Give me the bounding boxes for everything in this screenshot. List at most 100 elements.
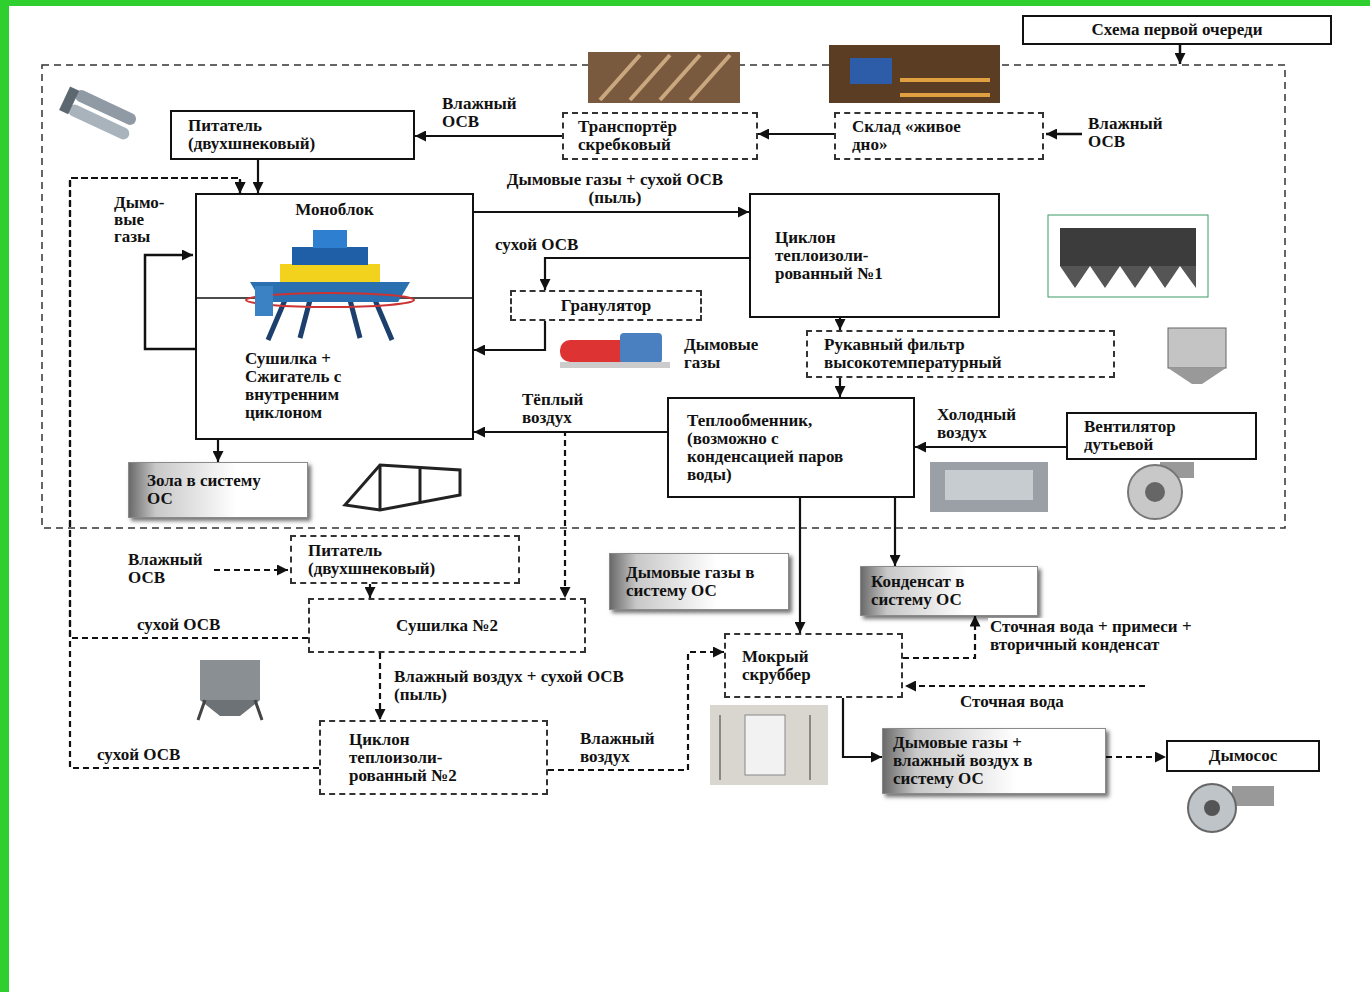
annotation: Сточная вода (958, 693, 1066, 711)
cyclone-cones (1060, 266, 1196, 288)
node-text: Дымовые газы в систему ОС (626, 564, 776, 600)
planned-unit-box: Циклон теплоизоли- рованный №2 (319, 720, 548, 795)
planned-unit-box: Гранулятор (510, 290, 702, 321)
granulator-drive (620, 333, 662, 363)
filter-hopper (1168, 368, 1226, 384)
frame-bar (0, 0, 9, 992)
flow-label: Дымовые газы + сухой ОСВ (пыль) (490, 171, 740, 207)
storage-photo (829, 45, 1000, 103)
frame-bar (0, 0, 1370, 6)
node-text: Рукавный фильтр высокотемпературный (824, 336, 1104, 372)
conveyor-photo (588, 52, 740, 103)
node-text: Питатель (двухшнековый) (188, 117, 348, 153)
photo-detail (850, 58, 892, 84)
flow-arrow (379, 653, 381, 720)
ash-conveyor-picture (345, 465, 460, 510)
annotation: Влажный ОСВ (126, 551, 205, 587)
node-text: Гранулятор (561, 297, 651, 315)
feeder-screw (66, 103, 131, 142)
node-text: Склад «живое дно» (852, 118, 992, 154)
flow-arrow (894, 498, 896, 566)
picture-frame (1048, 215, 1208, 297)
node-text: Дымовые газы + влажный воздух в систему … (893, 734, 1058, 788)
cyclone-battery-picture (1048, 215, 1208, 297)
node-text: Питатель (двухшнековый) (308, 542, 468, 578)
exhaust-fan-picture (1188, 784, 1274, 832)
granulator-picture (560, 333, 670, 368)
process-box: Дымосос (1166, 740, 1320, 772)
monoblock-picture (246, 230, 414, 340)
process-box: МоноблокСушилка + Сжигатель с внутренним… (195, 193, 474, 440)
process-box: Питатель (двухшнековый) (170, 110, 415, 160)
node-text: Дымосос (1209, 747, 1277, 765)
photo-detail (600, 55, 730, 100)
node-text: Зола в систему ОС (147, 472, 262, 508)
flow-arrow (839, 318, 841, 330)
flow-arrow (915, 446, 1066, 448)
bag-filter-picture (1168, 328, 1226, 384)
planned-unit-box: Сушилка №2 (308, 598, 586, 653)
feeder-picture (59, 85, 138, 142)
photo-ground (710, 705, 828, 785)
flow-arrow (474, 431, 667, 433)
node-text: Теплообменник, (возможно с конденсацией … (687, 412, 852, 484)
node-text: Вентилятор дутьевой (1084, 418, 1224, 454)
output-box: Конденсат в систему ОС (860, 566, 1038, 616)
pointer-arrow (1179, 44, 1182, 64)
planned-unit-box: Мокрый скруббер (724, 633, 903, 698)
process-box: Вентилятор дутьевой (1066, 412, 1257, 460)
fan-housing (1128, 465, 1182, 519)
node-text: Циклон теплоизоли- рованный №2 (349, 731, 479, 785)
photo-detail (720, 715, 810, 780)
flow-arrow (903, 616, 975, 659)
output-box: Дымовые газы + влажный воздух в систему … (882, 728, 1106, 794)
fan-outlet (1232, 786, 1274, 806)
planned-unit-box: Питатель (двухшнековый) (290, 535, 520, 584)
flow-label: сухой ОСВ (493, 236, 580, 254)
node-text: Конденсат в систему ОС (871, 573, 1021, 609)
dryer-picture (198, 660, 262, 720)
filter-body (1168, 328, 1226, 368)
fan-hub (1145, 482, 1165, 502)
heat-exchanger-photo (930, 462, 1048, 512)
dryer-cone (200, 700, 260, 716)
dryer-body (200, 660, 260, 700)
photo-ground (930, 462, 1048, 512)
node-subtext: Сушилка + Сжигатель с внутренним циклоно… (245, 350, 415, 422)
flow-label: Влажный воздух (578, 730, 657, 766)
node-text: Циклон теплоизоли- рованный №1 (775, 229, 905, 283)
planned-unit-box: Транспортёр скребковый (562, 112, 758, 160)
fan-housing (1188, 784, 1236, 832)
flow-label: Тёплый воздух (520, 391, 585, 427)
flow-label: Влажный воздух + сухой ОСВ (пыль) (392, 668, 642, 704)
flow-arrow (257, 160, 259, 193)
flow-arrow (843, 698, 882, 757)
photo-detail (900, 80, 990, 95)
flow-arrow (217, 440, 219, 462)
output-box: Зола в систему ОС (128, 462, 308, 518)
photo-detail (745, 715, 785, 775)
conveyor-frame (380, 465, 420, 510)
node-text: Транспортёр скребковый (578, 118, 748, 154)
node-text: Мокрый скруббер (742, 648, 852, 684)
flow-arrow (415, 135, 562, 137)
annotation: Дымо- вые газы (112, 194, 167, 245)
flow-arrow (758, 133, 834, 135)
flow-label: сухой ОСВ (95, 746, 182, 764)
granulator-body (560, 340, 630, 362)
input-arrow (214, 569, 288, 571)
output-box: Дымовые газы в систему ОС (609, 553, 789, 610)
flow-arrow (474, 211, 749, 213)
planned-unit-box: Склад «живое дно» (834, 112, 1044, 160)
input-arrow (1046, 133, 1082, 136)
annotation: Влажный ОСВ (1086, 115, 1165, 151)
monoblock-pipe (255, 286, 273, 316)
flow-arrow (545, 258, 749, 290)
monoblock-drum (292, 247, 368, 265)
flow-label: Сточная вода + примеси + вторичный конде… (988, 618, 1258, 654)
stage-boundary (42, 65, 1285, 528)
conveyor-frame (345, 465, 460, 510)
flow-label: Влажный ОСВ (440, 95, 519, 131)
annotation: Дымовые газы (682, 336, 760, 372)
flow-label: сухой ОСВ (135, 616, 222, 634)
